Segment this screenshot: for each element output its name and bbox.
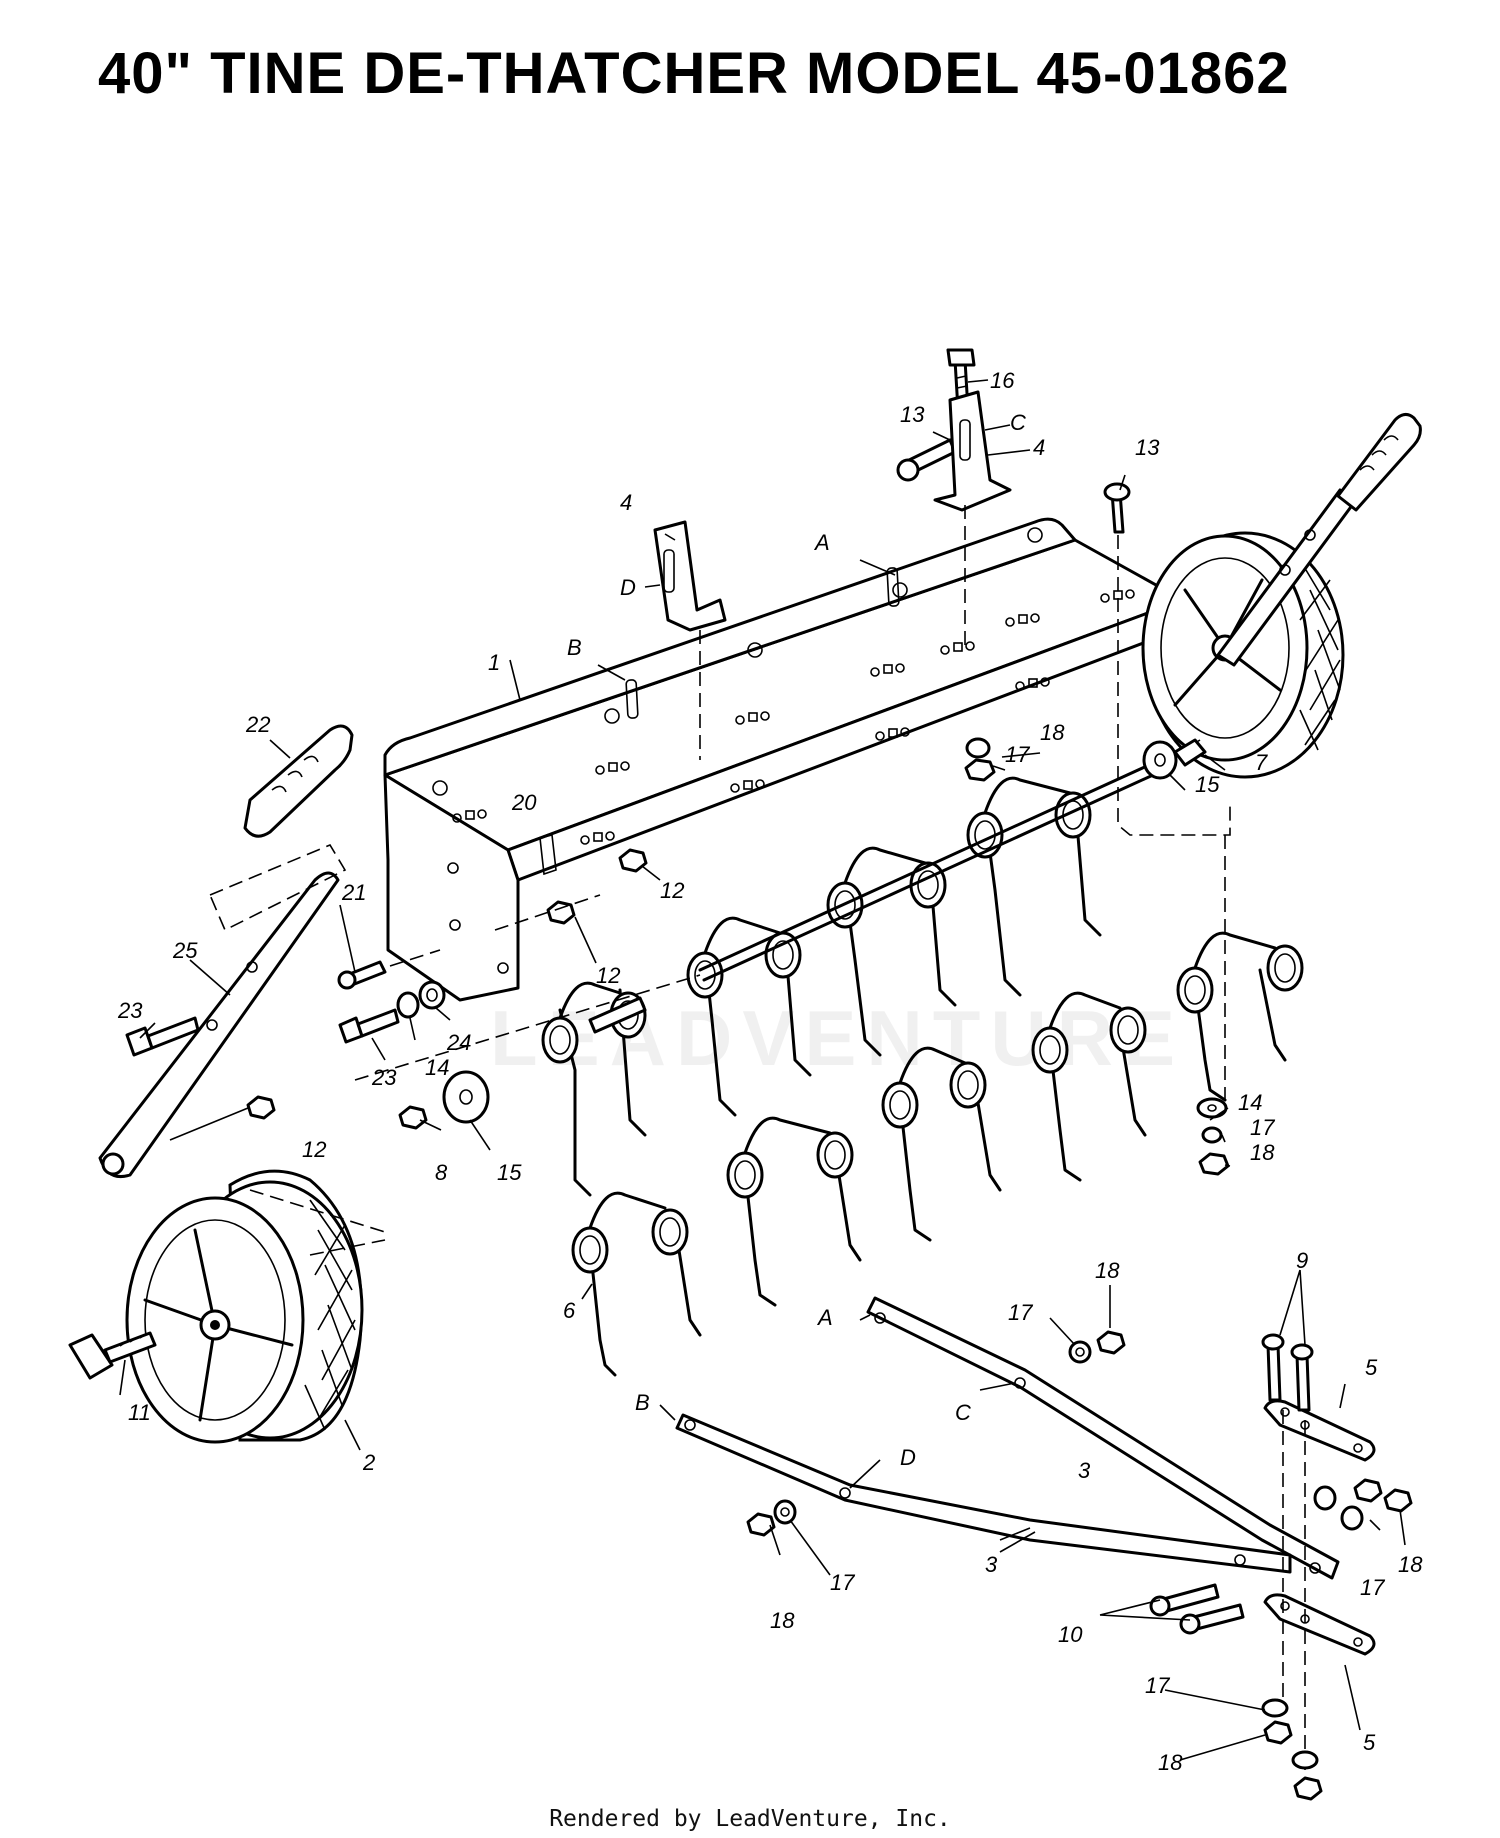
callout-18: 18 bbox=[1040, 720, 1065, 745]
callout-23: 23 bbox=[371, 1065, 397, 1090]
callout-B: B bbox=[635, 1390, 650, 1415]
callout-3: 3 bbox=[985, 1552, 998, 1577]
callout-17: 17 bbox=[1250, 1115, 1275, 1140]
callout-13: 13 bbox=[900, 402, 925, 427]
hitch-bars bbox=[675, 1296, 1413, 1801]
callout-4: 4 bbox=[620, 490, 632, 515]
callout-18: 18 bbox=[1398, 1552, 1423, 1577]
callout-8: 8 bbox=[435, 1160, 448, 1185]
callout-20: 20 bbox=[511, 790, 537, 815]
callout-D: D bbox=[900, 1445, 916, 1470]
callout-C: C bbox=[1010, 410, 1026, 435]
callout-7: 7 bbox=[1255, 750, 1268, 775]
callout-15: 15 bbox=[497, 1160, 522, 1185]
callout-B: B bbox=[567, 635, 582, 660]
callout-2: 2 bbox=[362, 1450, 375, 1475]
callout-A: A bbox=[813, 530, 830, 555]
callouts: 16 13 C 4 13 4 A D B 1 22 20 17 18 7 15 … bbox=[117, 368, 1423, 1775]
left-handle bbox=[98, 724, 354, 1179]
watermark-text: LEADVENTURE bbox=[490, 994, 1185, 1082]
callout-5: 5 bbox=[1363, 1730, 1376, 1755]
right-handle bbox=[1216, 413, 1422, 667]
callout-15: 15 bbox=[1195, 772, 1220, 797]
footer-credit: Rendered by LeadVenture, Inc. bbox=[549, 1806, 951, 1832]
hardware bbox=[125, 348, 1231, 1141]
callout-17: 17 bbox=[830, 1570, 855, 1595]
callout-9: 9 bbox=[1296, 1248, 1308, 1273]
callout-5: 5 bbox=[1365, 1355, 1378, 1380]
callout-1: 1 bbox=[488, 650, 500, 675]
callout-12: 12 bbox=[660, 878, 684, 903]
callout-17: 17 bbox=[1145, 1673, 1170, 1698]
callout-17: 17 bbox=[1008, 1300, 1033, 1325]
callout-16: 16 bbox=[990, 368, 1015, 393]
callout-C: C bbox=[955, 1400, 971, 1425]
callout-22: 22 bbox=[245, 712, 270, 737]
callout-17: 17 bbox=[1005, 742, 1030, 767]
callout-17: 17 bbox=[1360, 1575, 1385, 1600]
callout-18: 18 bbox=[1250, 1140, 1275, 1165]
callout-3: 3 bbox=[1078, 1458, 1091, 1483]
callout-10: 10 bbox=[1058, 1622, 1083, 1647]
left-wheel bbox=[125, 1169, 386, 1444]
frame-deck bbox=[383, 517, 1185, 1002]
callout-21: 21 bbox=[341, 880, 366, 905]
callout-6: 6 bbox=[563, 1298, 576, 1323]
callout-13: 13 bbox=[1135, 435, 1160, 460]
callout-14: 14 bbox=[425, 1055, 449, 1080]
callout-23: 23 bbox=[117, 998, 143, 1023]
callout-4: 4 bbox=[1033, 435, 1045, 460]
callout-A: A bbox=[816, 1305, 833, 1330]
callout-12: 12 bbox=[596, 963, 620, 988]
callout-18: 18 bbox=[1158, 1750, 1183, 1775]
callout-14: 14 bbox=[1238, 1090, 1262, 1115]
callout-18: 18 bbox=[1095, 1258, 1120, 1283]
diagram-title: 40" TINE DE-THATCHER MODEL 45-01862 bbox=[98, 41, 1290, 106]
callout-D: D bbox=[620, 575, 636, 600]
callout-12: 12 bbox=[302, 1137, 326, 1162]
callout-18: 18 bbox=[770, 1608, 795, 1633]
callout-24: 24 bbox=[446, 1030, 471, 1055]
callout-11: 11 bbox=[128, 1400, 151, 1425]
callout-25: 25 bbox=[172, 938, 198, 963]
leader-lines bbox=[119, 379, 1406, 1761]
axle-bolt bbox=[68, 1331, 157, 1380]
